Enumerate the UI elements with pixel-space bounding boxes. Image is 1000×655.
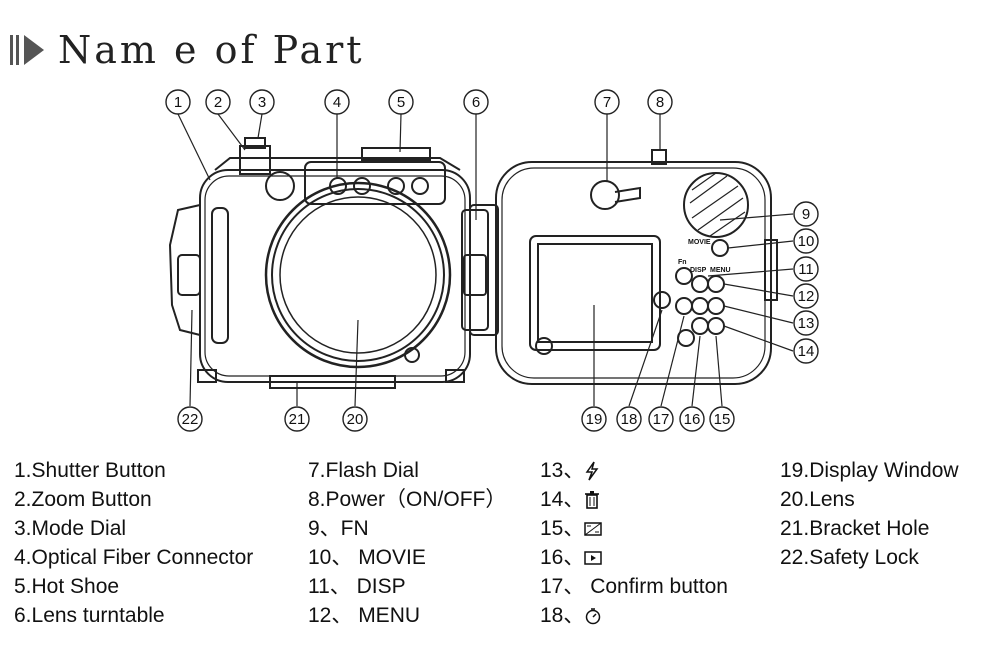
exposure-icon bbox=[584, 522, 603, 537]
legend-item: 3.Mode Dial bbox=[14, 517, 127, 540]
callout-20: 20 bbox=[347, 411, 364, 428]
legend-item-14: 14、 bbox=[540, 485, 728, 514]
play-icon bbox=[584, 551, 603, 566]
fn-button-label: Fn bbox=[678, 259, 687, 266]
legend-item: 6.Lens turntable bbox=[14, 604, 165, 627]
legend-item: 19.Display Window bbox=[780, 459, 959, 482]
callout-11: 11 bbox=[798, 261, 814, 278]
callout-2: 2 bbox=[214, 94, 222, 111]
legend-item: 5.Hot Shoe bbox=[14, 575, 120, 598]
legend-item: 10、 MOVIE bbox=[308, 546, 426, 569]
legend-item-16: 16、 bbox=[540, 543, 728, 572]
legend-item: 8.Power（ON/OFF） bbox=[308, 488, 507, 511]
callout-16: 16 bbox=[684, 411, 701, 428]
lens-port bbox=[264, 181, 452, 369]
legend-column-3: 13、 14、 15、 16、 17、 Confirm button 18、 bbox=[540, 456, 728, 630]
callout-10: 10 bbox=[798, 233, 815, 250]
trash-icon bbox=[585, 491, 600, 510]
callout-7: 7 bbox=[603, 94, 611, 111]
disp-button-label: DISP bbox=[690, 267, 707, 274]
camera-housing-diagram: 1 2 3 4 5 6 7 8 9 10 11 12 13 14 15 16 1… bbox=[165, 89, 819, 432]
callout-8: 8 bbox=[656, 94, 664, 111]
callout-22: 22 bbox=[182, 411, 199, 428]
legend-item: 9、FN bbox=[308, 517, 369, 540]
callout-15: 15 bbox=[714, 411, 731, 428]
callout-4: 4 bbox=[333, 94, 341, 111]
legend-item-18: 18、 bbox=[540, 601, 728, 630]
legend-item: 2.Zoom Button bbox=[14, 488, 152, 511]
callout-21: 21 bbox=[289, 411, 306, 428]
callout-13: 13 bbox=[798, 315, 815, 332]
legend-item-17: 17、 Confirm button bbox=[540, 575, 728, 598]
callout-6: 6 bbox=[472, 94, 480, 111]
menu-button-label: MENU bbox=[710, 267, 731, 274]
title-arrow-icon bbox=[10, 35, 44, 65]
back-housing-body bbox=[469, 149, 778, 385]
legend-item: 1.Shutter Button bbox=[14, 459, 166, 482]
callout-17: 17 bbox=[653, 411, 670, 428]
self-timer-icon bbox=[586, 608, 601, 625]
movie-button-label: MOVIE bbox=[688, 239, 711, 246]
legend-item: 7.Flash Dial bbox=[308, 459, 419, 482]
legend-item: 20.Lens bbox=[780, 488, 855, 511]
callout-14: 14 bbox=[798, 343, 815, 360]
callout-18: 18 bbox=[621, 411, 638, 428]
legend-item-13: 13、 bbox=[540, 456, 728, 485]
callout-19: 19 bbox=[586, 411, 603, 428]
legend-item: 22.Safety Lock bbox=[780, 546, 919, 569]
legend-item: 21.Bracket Hole bbox=[780, 517, 930, 540]
callout-5: 5 bbox=[397, 94, 405, 111]
callout-1: 1 bbox=[174, 94, 182, 111]
callout-9: 9 bbox=[802, 206, 810, 223]
callout-12: 12 bbox=[798, 288, 815, 305]
leader-lines bbox=[177, 113, 794, 407]
page-title: Nam e of Part bbox=[10, 28, 365, 72]
title-text: Nam e of Part bbox=[58, 28, 365, 72]
legend-column-4: 19.Display Window 20.Lens 21.Bracket Hol… bbox=[780, 456, 959, 572]
callout-3: 3 bbox=[258, 94, 266, 111]
legend-column-2: 7.Flash Dial 8.Power（ON/OFF） 9、FN 10、 MO… bbox=[308, 456, 506, 630]
legend-item-15: 15、 bbox=[540, 514, 728, 543]
legend-item: 11、 DISP bbox=[308, 575, 406, 598]
legend-column-1: 1.Shutter Button 2.Zoom Button 3.Mode Di… bbox=[14, 456, 253, 630]
legend-item: 12、 MENU bbox=[308, 604, 421, 627]
front-housing-body bbox=[168, 137, 489, 389]
flash-icon bbox=[585, 462, 599, 481]
legend-item: 4.Optical Fiber Connector bbox=[14, 546, 254, 569]
callout-circles bbox=[165, 89, 819, 432]
